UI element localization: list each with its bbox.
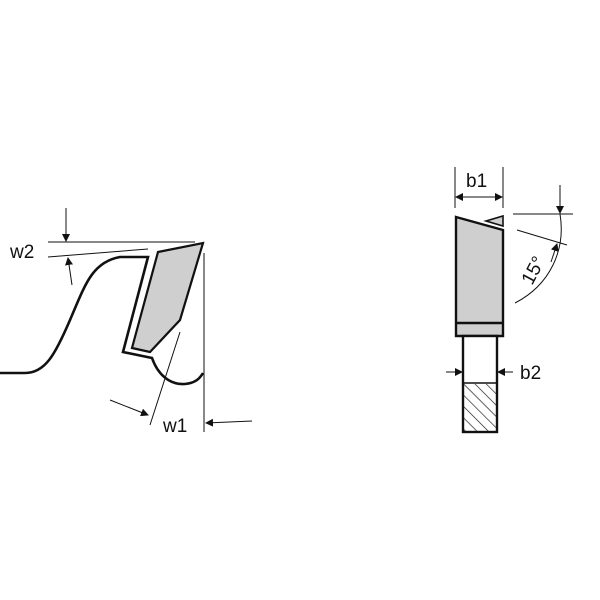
- angle-arrow-bottom: [550, 243, 559, 263]
- angle-arc: [514, 213, 562, 304]
- reference-line-w1: [149, 331, 181, 426]
- tooth-side-view: w2 w1: [0, 208, 253, 437]
- label-b1: b1: [466, 171, 487, 192]
- w1-arrow-left: [109, 399, 149, 417]
- blade-section-hatch: [464, 384, 496, 431]
- tooth-front-view: b1 b2 15°: [446, 167, 573, 434]
- bevel-triangle: [483, 214, 504, 228]
- label-w2: w2: [9, 242, 34, 263]
- reference-line-w2: [47, 248, 149, 258]
- w1-arrow-right: [205, 418, 253, 427]
- tip-body: [454, 215, 505, 338]
- blade-outline: [0, 255, 205, 386]
- w2-arrow-bottom: [65, 257, 73, 286]
- angle-ref-slanted: [516, 229, 568, 246]
- carbide-tip: [130, 241, 205, 354]
- label-w1: w1: [162, 416, 187, 437]
- label-angle: 15°: [518, 253, 550, 288]
- label-b2: b2: [520, 363, 541, 384]
